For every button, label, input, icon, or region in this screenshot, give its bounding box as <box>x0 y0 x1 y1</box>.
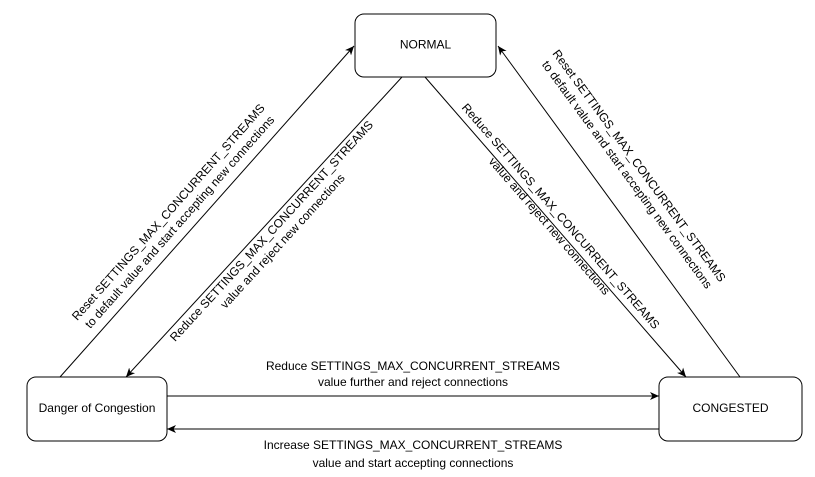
node-congested-label: CONGESTED <box>692 401 768 415</box>
label-congested-to-danger-line2: value and start accepting connections <box>313 456 514 470</box>
node-normal-box <box>354 13 497 78</box>
edge-danger-to-normal <box>59 45 355 378</box>
node-danger-label: Danger of Congestion <box>39 401 156 415</box>
node-danger-of-congestion: Danger of Congestion <box>26 376 168 442</box>
label-congested-to-normal-line2: to default value and start accepting new… <box>539 58 715 291</box>
label-normal-to-danger-line2: value and reject new connections <box>217 171 347 311</box>
label-congested-to-normal: Reset SETTINGS_MAX_CONCURRENT_STREAMS to… <box>539 47 729 291</box>
label-normal-to-congested-line1: Reduce SETTINGS_MAX_CONCURRENT_STREAMS <box>459 101 662 332</box>
label-danger-to-normal: Reset SETTINGS_MAX_CONCURRENT_STREAMS to… <box>69 101 277 331</box>
label-normal-to-danger-line1: Reduce SETTINGS_MAX_CONCURRENT_STREAMS <box>167 118 376 344</box>
node-normal-label: NORMAL <box>400 38 452 52</box>
node-danger-box <box>26 376 168 442</box>
label-normal-to-danger: Reduce SETTINGS_MAX_CONCURRENT_STREAMS v… <box>167 118 376 344</box>
label-danger-to-congested-line1: Reduce SETTINGS_MAX_CONCURRENT_STREAMS <box>266 359 560 373</box>
node-congested: CONGESTED <box>658 376 803 442</box>
edge-normal-to-congested <box>424 76 687 378</box>
edge-congested-to-normal <box>497 45 741 378</box>
edge-normal-to-danger <box>125 76 403 378</box>
node-congested-box <box>658 376 803 442</box>
label-danger-to-normal-line2: to default value and start accepting new… <box>82 113 277 331</box>
label-danger-to-congested: Reduce SETTINGS_MAX_CONCURRENT_STREAMS v… <box>266 359 560 389</box>
label-danger-to-congested-line2: value further and reject connections <box>318 375 508 389</box>
edges <box>59 45 741 433</box>
label-congested-to-danger: Increase SETTINGS_MAX_CONCURRENT_STREAMS… <box>264 438 563 470</box>
label-normal-to-congested-line2: value and reject new connections <box>486 154 613 297</box>
label-congested-to-danger-line1: Increase SETTINGS_MAX_CONCURRENT_STREAMS <box>264 438 563 452</box>
node-normal: NORMAL <box>354 13 497 78</box>
label-normal-to-congested: Reduce SETTINGS_MAX_CONCURRENT_STREAMS v… <box>459 101 662 332</box>
